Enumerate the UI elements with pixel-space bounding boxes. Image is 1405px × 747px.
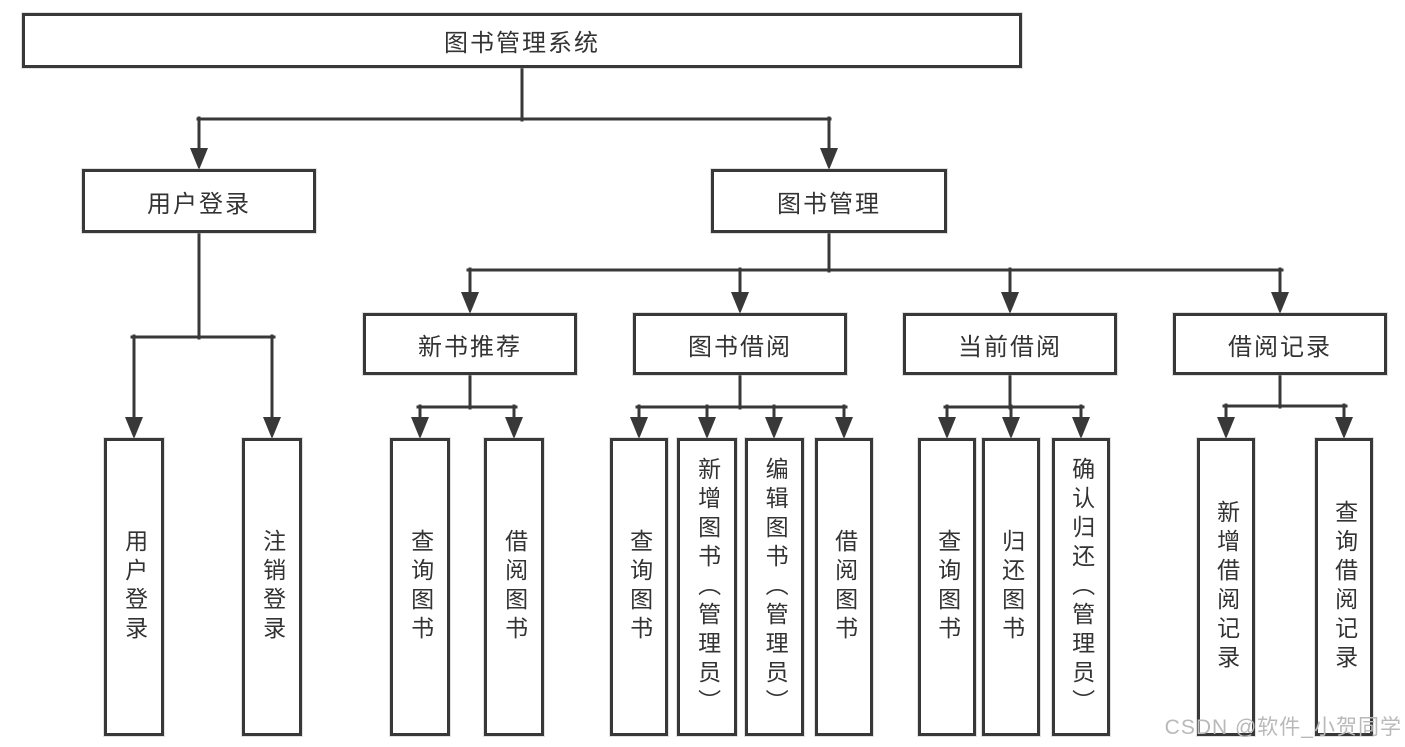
csdn-watermark: CSDN @软件_小贺同学 [1164,716,1402,739]
arrow-icon [1335,417,1353,439]
arrow-icon [731,292,749,314]
arrow-icon [1271,292,1289,314]
leaf-borrow-books-1: 借阅图书 [484,438,544,736]
leaf-user-login: 用户登录 [104,438,164,736]
leaf-query-borrow-record: 查询借阅记录 [1315,438,1373,736]
leaf-return-books: 归还图书 [982,438,1040,736]
arrow-icon [1002,417,1020,439]
arrow-icon [1217,417,1235,439]
node-book-management: 图书管理 [711,169,947,233]
node-borrowing-records: 借阅记录 [1173,313,1387,375]
arrow-icon [820,148,838,170]
arrow-icon [263,417,281,439]
leaf-confirm-return-admin: 确认归还（管理员） [1052,438,1110,736]
arrow-icon [1001,292,1019,314]
node-library-management-system: 图书管理系统 [22,13,1022,68]
leaf-query-books-3: 查询图书 [918,438,976,736]
node-current-borrowing: 当前借阅 [903,313,1117,375]
arrow-icon [938,417,956,439]
arrow-icon [411,417,429,439]
node-book-borrowing: 图书借阅 [633,313,847,375]
node-user-login: 用户登录 [82,169,316,233]
arrow-icon [698,417,716,439]
leaf-query-books-1: 查询图书 [390,438,450,736]
arrow-icon [125,417,143,439]
node-new-book-recommend: 新书推荐 [363,313,577,375]
leaf-borrow-books-2: 借阅图书 [815,438,873,736]
leaf-add-borrow-record: 新增借阅记录 [1197,438,1255,736]
leaf-add-book-admin: 新增图书（管理员） [677,438,737,736]
arrow-icon [1072,417,1090,439]
leaf-query-books-2: 查询图书 [610,438,668,736]
connector-path [130,65,1348,424]
arrow-icon [765,417,783,439]
arrow-icon [835,417,853,439]
arrowheads [125,148,1353,439]
arrow-icon [505,417,523,439]
arrow-icon [190,148,208,170]
arrow-icon [461,292,479,314]
leaf-logout: 注销登录 [242,438,302,736]
leaf-edit-book-admin: 编辑图书（管理员） [745,438,804,736]
arrow-icon [630,417,648,439]
